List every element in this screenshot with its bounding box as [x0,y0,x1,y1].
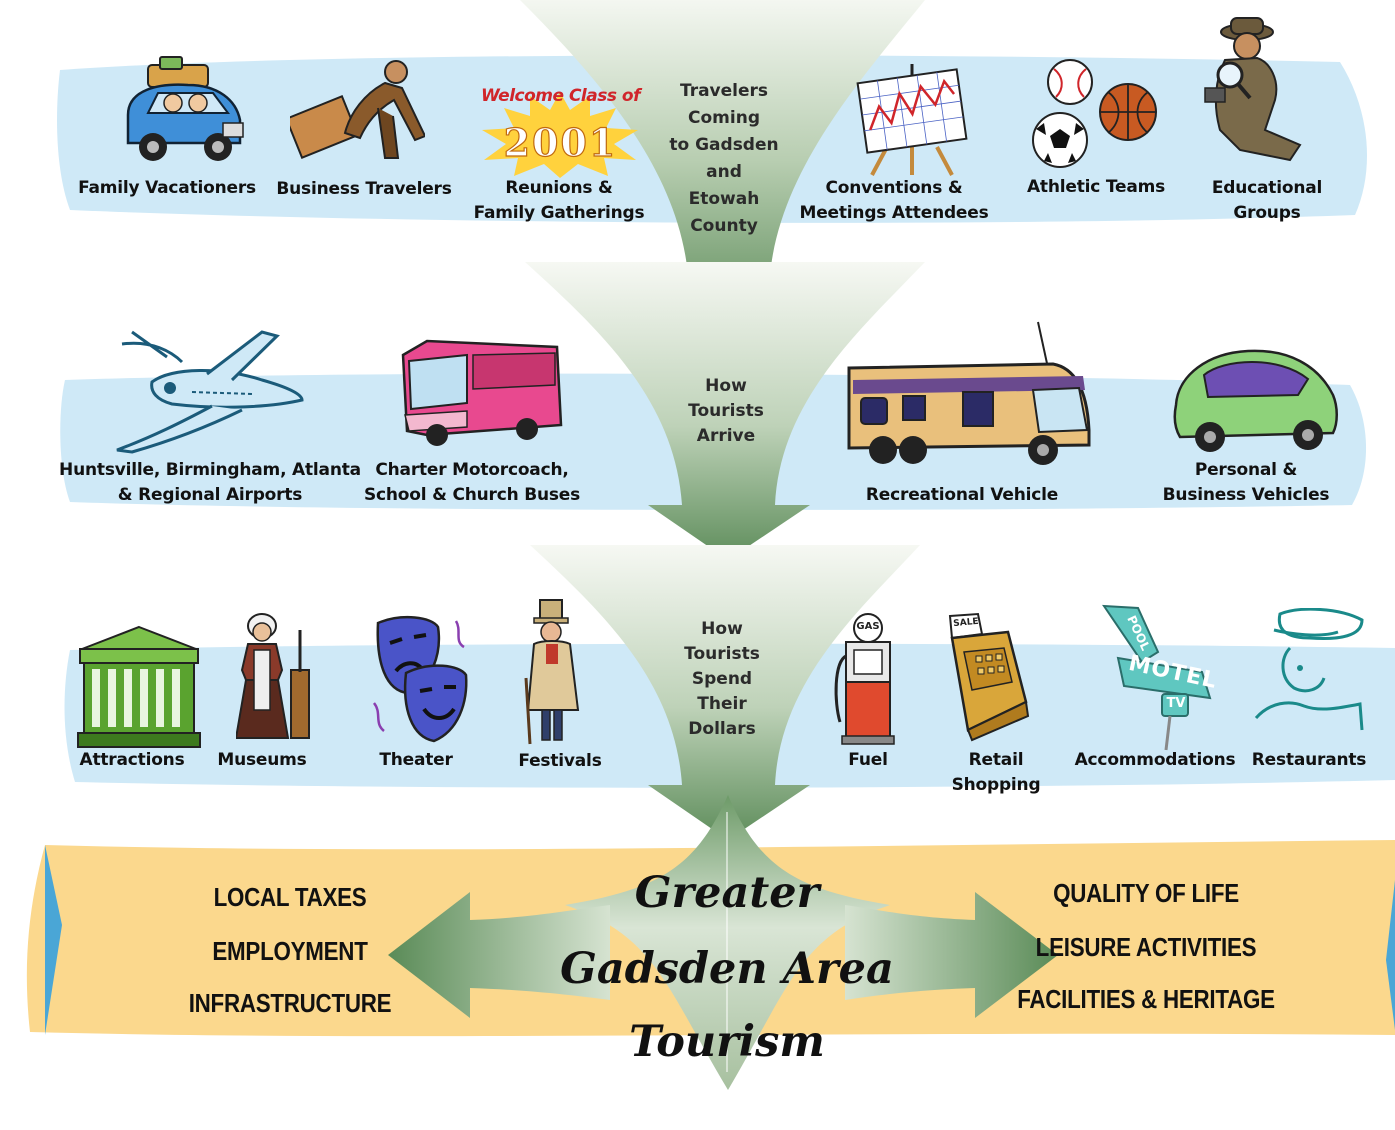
flow3-line3: Spend [691,669,753,689]
flow1-line3: to Gadsden [669,135,779,155]
label-business-travelers: Business Travelers [276,179,452,199]
welcome-text: Welcome Class of [481,86,640,106]
bus-icon [401,339,563,446]
flow1-line6: County [690,216,758,236]
impact-facilities-heritage: FACILITIES & HERITAGE [1017,984,1275,1014]
label-accommodations: Accommodations [1074,750,1236,770]
label-retail-line1: Retail [968,750,1024,770]
flow2-line3: Arrive [696,426,756,446]
flow3-line5: Dollars [688,719,756,739]
label-airports: Huntsville, Birmingham, Atlanta & Region… [59,458,361,508]
impact-quality-of-life: QUALITY OF LIFE [1053,878,1239,908]
center-title-line3: Tourism [629,1017,825,1067]
label-buses: Charter Motorcoach, School & Church Buse… [364,458,580,508]
businessman-icon [290,60,425,160]
left-impact-arrow [388,892,610,1018]
center-title-line1: Greater [634,868,820,918]
rv-icon [847,321,1091,465]
left-blue-notch [45,845,62,1035]
label-retail: Retail Shopping [952,748,1041,798]
flow-stage-arrive: How Tourists Arrive [688,374,764,449]
label-personal-line2: Business Vehicles [1162,485,1330,505]
label-airports-line2: & Regional Airports [117,485,303,505]
label-educational: Educational Groups [1212,176,1322,226]
label-fuel: Fuel [848,750,888,770]
label-educational-line1: Educational [1211,178,1323,198]
chef-icon [1254,608,1364,731]
funnel-3 [530,545,920,840]
flow1-line5: Etowah [688,189,760,209]
label-buses-line2: School & Church Buses [363,485,581,505]
flow2-line2: Tourists [688,401,764,421]
flow3-line4: Their [697,694,747,714]
gas-pump-icon: GAS [832,612,902,747]
building-icon [77,625,201,748]
flow3-line2: Tourists [684,644,760,664]
label-personal-vehicles: Personal & Business Vehicles [1163,458,1330,508]
label-athletic-teams: Athletic Teams [1026,177,1166,197]
impact-local-taxes: LOCAL TAXES [213,882,367,912]
tv-text: TV [1166,696,1186,711]
welcome-burst-icon: Welcome Class of 2001 [478,86,643,178]
car-icon [1173,349,1338,452]
funnel-1 [520,0,925,325]
label-reunions-line2: Family Gatherings [473,203,645,223]
flow1-line1: Travelers [679,81,769,101]
impact-leisure-activities: LEISURE ACTIVITIES [1035,932,1257,962]
label-retail-line2: Shopping [951,775,1041,795]
label-restaurants: Restaurants [1251,750,1367,770]
theater-masks-icon [372,616,468,743]
label-personal-line1: Personal & [1194,460,1298,480]
center-title-line2: Gadsden Area [560,944,894,994]
explorer-magnifier-icon [1204,17,1302,162]
label-attractions: Attractions [79,750,185,770]
label-airports-line1: Huntsville, Birmingham, Atlanta [59,460,361,480]
label-buses-line1: Charter Motorcoach, [375,460,569,480]
label-theater: Theater [379,750,453,770]
label-rv: Recreational Vehicle [865,485,1059,505]
flow2-line1: How [705,376,747,396]
label-reunions: Reunions & Family Gatherings [474,176,645,226]
flow1-line2: Coming [688,108,760,128]
impact-infrastructure: INFRASTRUCTURE [188,988,392,1018]
motel-sign-icon: POOL MOTEL TV [1098,602,1219,752]
label-festivals: Festivals [518,751,602,771]
right-blue-notch [1386,880,1395,1030]
right-impact-arrow [845,892,1058,1018]
label-reunions-line1: Reunions & [505,178,613,198]
family-car-icon [126,56,244,161]
flow3-line1: How [701,619,743,639]
pioneer-woman-icon [236,613,310,739]
impact-employment: EMPLOYMENT [212,936,368,966]
welcome-year: 2001 [503,119,618,165]
gentleman-icon [524,599,580,745]
funnel-2 [525,262,925,560]
easel-chart-icon [856,64,968,176]
label-family-vacationers: Family Vacationers [78,178,256,198]
sports-balls-icon [1032,59,1157,168]
label-conventions-line2: Meetings Attendees [799,203,989,223]
label-educational-line2: Groups [1233,203,1301,223]
label-conventions: Conventions & Meetings Attendees [799,176,988,226]
gas-label: GAS [856,621,880,632]
airplane-icon [116,330,304,454]
label-conventions-line1: Conventions & [825,178,963,198]
flow-stage-spend: How Tourists Spend Their Dollars [684,617,760,742]
cash-register-icon: SALE [938,612,1030,742]
label-museums: Museums [217,750,307,770]
flow-stage-travelers: Travelers Coming to Gadsden and Etowah C… [669,78,778,240]
flow1-line4: and [706,162,742,182]
